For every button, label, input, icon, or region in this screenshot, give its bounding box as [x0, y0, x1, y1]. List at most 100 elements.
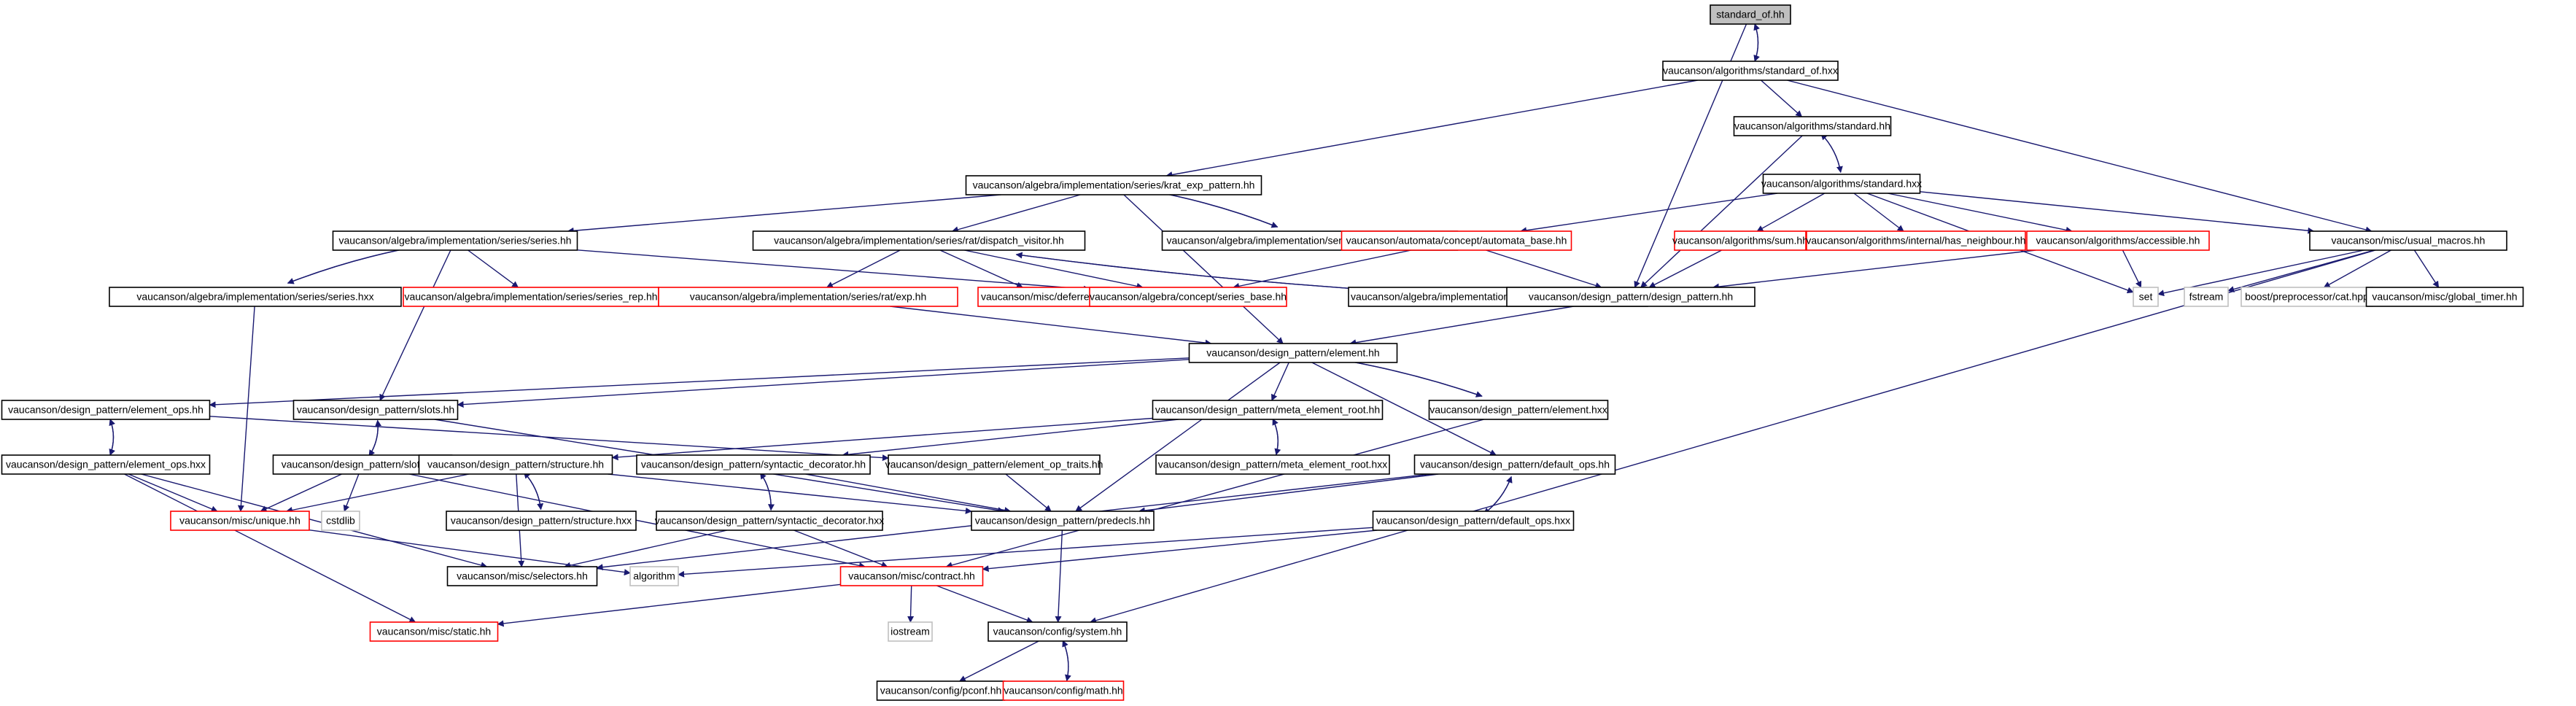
graph-node-label: vaucanson/config/math.hh	[1004, 685, 1122, 697]
edge-n32-to-n40	[805, 473, 1012, 513]
graph-node[interactable]: vaucanson/algebra/implementation/series/…	[109, 287, 402, 307]
node-layer: standard_of.hhvaucanson/algorithms/stand…	[1, 4, 2524, 701]
graph-node[interactable]: vaucanson/design_pattern/predecls.hh	[971, 511, 1155, 531]
graph-node[interactable]: vaucanson/algorithms/standard.hh	[1733, 116, 1892, 136]
edge-n35-to-n40	[1138, 473, 1439, 514]
graph-node-box	[1662, 61, 1839, 81]
graph-node[interactable]: vaucanson/algorithms/accessible.hh	[2026, 230, 2210, 251]
graph-node-label: set	[2139, 291, 2153, 303]
edge-n39-to-n32	[759, 472, 772, 511]
graph-node[interactable]: vaucanson/design_pattern/syntactic_decor…	[636, 454, 871, 475]
graph-node-label: vaucanson/design_pattern/element_op_trai…	[885, 459, 1103, 470]
graph-node-label: vaucanson/misc/usual_macros.hh	[2332, 235, 2486, 247]
graph-node[interactable]: vaucanson/automata/concept/automata_base…	[1341, 230, 1572, 251]
graph-node[interactable]: vaucanson/algorithms/standard.hxx	[1761, 174, 1922, 194]
edge-n3-to-n6	[951, 194, 1081, 233]
edge-n25-to-n33	[209, 416, 889, 462]
graph-node[interactable]: vaucanson/design_pattern/slots.hh	[292, 400, 459, 420]
graph-node[interactable]: vaucanson/design_pattern/meta_element_ro…	[1152, 400, 1384, 420]
graph-node-label: fstream	[2189, 291, 2224, 303]
graph-node[interactable]: vaucanson/design_pattern/syntactic_decor…	[655, 511, 884, 531]
graph-node: boost/preprocessor/cat.hpp	[2241, 287, 2373, 307]
graph-node[interactable]: vaucanson/algebra/concept/series_base.hh	[1089, 287, 1287, 307]
graph-node[interactable]: vaucanson/misc/static.hh	[369, 621, 499, 642]
graph-node-box	[977, 287, 1110, 307]
edge-n2-to-n19	[1640, 135, 1803, 288]
graph-node[interactable]: vaucanson/design_pattern/element.hh	[1188, 343, 1398, 363]
graph-node: set	[2133, 287, 2159, 307]
graph-node-label: vaucanson/algorithms/sum.hh	[1672, 235, 1808, 247]
graph-node[interactable]: vaucanson/algebra/implementation/series/…	[403, 287, 659, 307]
edge-n27-to-n31	[611, 417, 1153, 461]
graph-node[interactable]: vaucanson/design_pattern/element_ops.hxx	[1, 454, 211, 475]
edge-n9-to-n19	[1648, 249, 1723, 288]
graph-node-box	[109, 287, 402, 307]
graph-node[interactable]: vaucanson/design_pattern/element_ops.hh	[1, 400, 211, 420]
graph-node-label: iostream	[891, 626, 930, 637]
edge-n30-to-n37	[343, 473, 360, 512]
edge-n1-to-n12	[1787, 79, 2373, 233]
graph-node[interactable]: vaucanson/misc/contract.hh	[839, 566, 984, 586]
graph-node-box	[369, 621, 499, 642]
edge-n2-to-n4	[1820, 133, 1843, 174]
edge-n47-to-n48	[958, 640, 1039, 682]
edge-n3-to-n7	[1148, 190, 1279, 228]
graph-node[interactable]: vaucanson/algebra/implementation/series/…	[752, 230, 1086, 251]
graph-node[interactable]: vaucanson/algebra/implementation/series/…	[658, 287, 958, 307]
graph-node[interactable]: vaucanson/algebra/implementation/series/…	[332, 230, 578, 251]
graph-node-label: vaucanson/design_pattern/syntactic_decor…	[641, 459, 866, 470]
graph-node[interactable]: vaucanson/design_pattern/structure.hxx	[446, 511, 637, 531]
edge-n4-to-n11	[1888, 193, 2073, 233]
edge-n5-to-n26	[379, 249, 451, 401]
graph-node-label: vaucanson/config/pconf.hh	[880, 685, 1002, 697]
edge-n30-to-n44	[408, 473, 866, 569]
graph-node[interactable]: vaucanson/design_pattern/meta_element_ro…	[1155, 454, 1390, 475]
graph-node-box	[888, 454, 1101, 475]
graph-node[interactable]: vaucanson/design_pattern/default_ops.hxx	[1372, 511, 1575, 531]
graph-node-label: boost/preprocessor/cat.hpp	[2245, 291, 2369, 303]
edge-n12-to-n21	[2227, 249, 2375, 292]
graph-node-box	[1152, 400, 1384, 420]
edge-n29-to-n42	[141, 473, 488, 569]
graph-node-box	[1413, 454, 1616, 475]
graph-node-box	[629, 566, 679, 586]
graph-node-label: vaucanson/algorithms/standard.hxx	[1761, 178, 1922, 190]
graph-node-box	[876, 680, 1006, 701]
graph-node-box	[321, 511, 360, 531]
edge-n15-to-n24	[890, 306, 1212, 346]
graph-node[interactable]: vaucanson/design_pattern/element.hxx	[1428, 400, 1609, 420]
graph-node-box	[170, 511, 310, 531]
graph-node[interactable]: vaucanson/misc/deferrer.hh	[977, 287, 1110, 307]
graph-node[interactable]: vaucanson/algorithms/internal/has_neighb…	[1806, 230, 2026, 251]
graph-node-label: vaucanson/algorithms/standard_of.hxx	[1663, 65, 1838, 77]
graph-node[interactable]: vaucanson/misc/selectors.hh	[446, 566, 598, 586]
graph-node-label: vaucanson/design_pattern/structure.hxx	[451, 515, 632, 527]
graph-node[interactable]: vaucanson/algorithms/standard_of.hxx	[1662, 61, 1839, 81]
graph-node-box	[446, 511, 637, 531]
graph-node[interactable]: vaucanson/design_pattern/element_op_trai…	[885, 454, 1103, 475]
edge-n31-to-n38	[523, 472, 544, 511]
graph-node[interactable]: vaucanson/misc/global_timer.hh	[2365, 287, 2524, 307]
edge-n31-to-n40	[608, 473, 972, 514]
edge-n44-to-n46	[907, 585, 915, 623]
graph-node[interactable]: vaucanson/algorithms/sum.hh	[1672, 230, 1808, 251]
graph-node-box	[1341, 230, 1572, 251]
graph-node[interactable]: vaucanson/config/pconf.hh	[876, 680, 1006, 701]
graph-node-box	[636, 454, 871, 475]
graph-node-label: vaucanson/config/system.hh	[993, 626, 1122, 637]
edge-n24-to-n25	[209, 357, 1190, 408]
graph-node[interactable]: vaucanson/design_pattern/design_pattern.…	[1506, 287, 1756, 307]
graph-node[interactable]: vaucanson/misc/unique.hh	[170, 511, 310, 531]
edge-n39-to-n42	[564, 530, 728, 569]
graph-node-label: vaucanson/design_pattern/meta_element_ro…	[1158, 459, 1387, 470]
edge-n24-to-n28	[1331, 357, 1483, 397]
graph-node-box	[752, 230, 1086, 251]
graph-node[interactable]: vaucanson/algebra/implementation/series/…	[965, 175, 1262, 195]
graph-node[interactable]: vaucanson/design_pattern/default_ops.hh	[1413, 454, 1616, 475]
edge-n41-to-n35	[1483, 476, 1513, 515]
graph-node[interactable]: vaucanson/design_pattern/structure.hh	[418, 454, 613, 475]
graph-node[interactable]: vaucanson/config/math.hh	[1002, 680, 1125, 701]
graph-node[interactable]: vaucanson/misc/usual_macros.hh	[2309, 230, 2507, 251]
graph-node[interactable]: vaucanson/config/system.hh	[988, 621, 1128, 642]
